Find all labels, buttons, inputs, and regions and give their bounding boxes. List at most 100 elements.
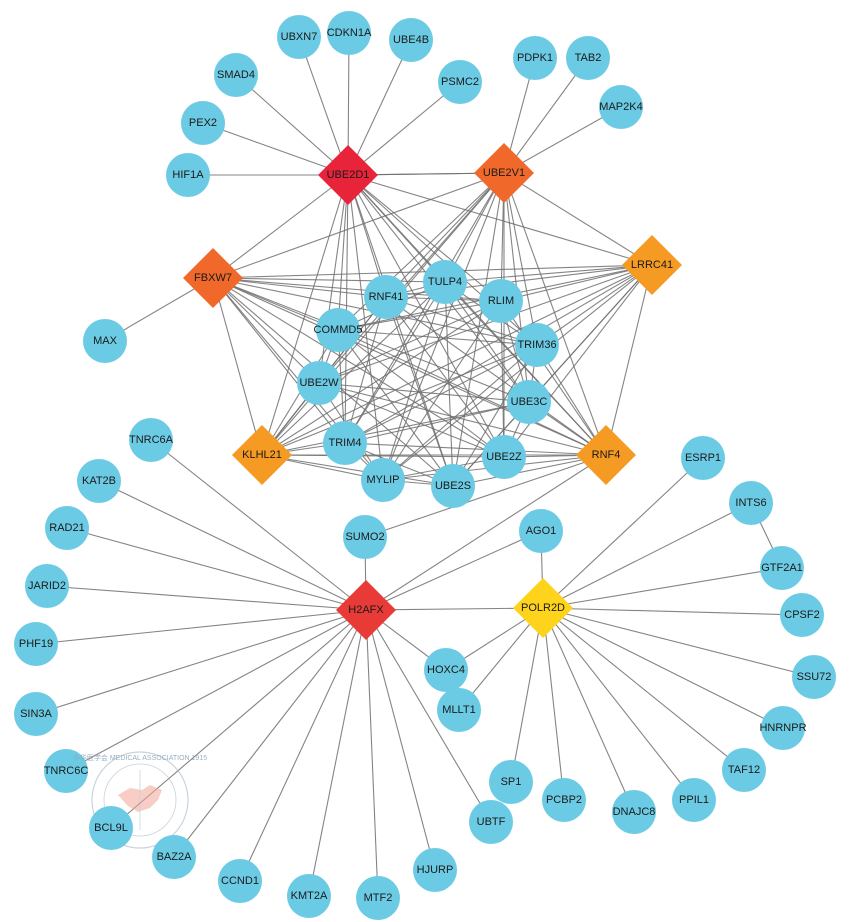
node-label: H2AFX [348, 604, 384, 616]
edge-LRRC41-RNF4 [605, 264, 653, 456]
circle-node-shape [89, 806, 133, 850]
gene-node-ppil1[interactable]: PPIL1 [672, 778, 716, 822]
gene-node-pcbp2[interactable]: PCBP2 [542, 778, 586, 822]
gene-node-kat2b[interactable]: KAT2B [77, 459, 121, 503]
gene-node-ube3c[interactable]: UBE3C [507, 380, 551, 424]
gene-node-cdkn1a[interactable]: CDKN1A [327, 11, 372, 55]
gene-node-ubtf[interactable]: UBTF [469, 800, 513, 844]
edge-KLHL21-TULP4 [261, 281, 446, 456]
gene-node-tnrc6a[interactable]: TNRC6A [129, 418, 174, 462]
gene-node-ube4b[interactable]: UBE4B [389, 18, 433, 62]
gene-node-mllt1[interactable]: MLLT1 [437, 688, 481, 732]
node-label: HNRNPR [759, 722, 806, 734]
hub-node-ube2v1[interactable]: UBE2V1 [474, 143, 534, 203]
gene-node-commd5[interactable]: COMMD5 [314, 308, 363, 352]
gene-node-hif1a[interactable]: HIF1A [166, 153, 210, 197]
edge-H2AFX-JARID2 [46, 585, 367, 611]
hub-node-lrrc41[interactable]: LRRC41 [622, 235, 682, 295]
gene-node-pdpk1[interactable]: PDPK1 [513, 36, 557, 80]
gene-node-tnrc6c[interactable]: TNRC6C [44, 749, 89, 793]
circle-node-shape [438, 60, 482, 104]
gene-node-sumo2[interactable]: SUMO2 [343, 515, 387, 559]
gene-node-trim36[interactable]: TRIM36 [515, 323, 559, 367]
gene-node-ccnd1[interactable]: CCND1 [218, 859, 262, 903]
gene-node-ube2z[interactable]: UBE2Z [482, 435, 526, 479]
edge-POLR2D-DNAJC8 [542, 607, 635, 813]
gene-node-phf19[interactable]: PHF19 [14, 622, 58, 666]
node-label: PDPK1 [517, 52, 553, 64]
gene-node-baz2a[interactable]: BAZ2A [152, 835, 196, 879]
gene-node-mtf2[interactable]: MTF2 [356, 876, 400, 920]
gene-node-tab2[interactable]: TAB2 [566, 36, 610, 80]
gene-node-smad4[interactable]: SMAD4 [214, 53, 258, 97]
gene-node-sp1[interactable]: SP1 [489, 760, 533, 804]
node-label: MYLIP [366, 474, 399, 486]
hub-node-ube2d1[interactable]: UBE2D1 [318, 145, 378, 205]
gene-node-hjurp[interactable]: HJURP [413, 848, 457, 892]
circle-node-shape [566, 36, 610, 80]
gene-node-rnf41[interactable]: RNF41 [364, 275, 408, 319]
node-label: PSMC2 [441, 76, 479, 88]
gene-node-esrp1[interactable]: ESRP1 [681, 436, 725, 480]
hub-node-h2afx[interactable]: H2AFX [336, 580, 396, 640]
circle-node-shape [612, 790, 656, 834]
node-label: GTF2A1 [761, 562, 803, 574]
gene-node-cpsf2[interactable]: CPSF2 [780, 593, 824, 637]
watermark-text: 中华医学会 MEDICAL ASSOCIATION 1915 [73, 753, 207, 762]
gene-node-kmt2a[interactable]: KMT2A [287, 874, 331, 918]
gene-node-gtf2a1[interactable]: GTF2A1 [760, 546, 804, 590]
edge-TRIM36-MYLIP [382, 344, 538, 481]
gene-node-max[interactable]: MAX [83, 319, 127, 363]
gene-node-ints6[interactable]: INTS6 [729, 481, 773, 525]
hub-node-klhl21[interactable]: KLHL21 [232, 425, 292, 485]
node-label: UBE2S [435, 480, 471, 492]
gene-node-dnajc8[interactable]: DNAJC8 [612, 790, 656, 834]
node-label: MAX [93, 335, 118, 347]
edge-POLR2D-PPIL1 [542, 607, 695, 801]
node-label: UBE3C [511, 396, 548, 408]
circle-node-shape [152, 835, 196, 879]
edge-RNF41-UBE2Z [385, 296, 505, 458]
gene-node-rlim[interactable]: RLIM [479, 279, 523, 323]
edge-TULP4-TRIM4 [344, 281, 446, 444]
gene-node-ubxn7[interactable]: UBXN7 [277, 15, 321, 59]
edge-RLIM-MYLIP [382, 300, 502, 481]
gene-node-jarid2[interactable]: JARID2 [25, 564, 69, 608]
edges-layer [35, 32, 815, 899]
hub-node-rnf4[interactable]: RNF4 [576, 425, 636, 485]
hub-node-fbxw7[interactable]: FBXW7 [183, 248, 243, 308]
node-label: AGO1 [526, 525, 557, 537]
gene-node-ssu72[interactable]: SSU72 [792, 655, 836, 699]
gene-node-taf12[interactable]: TAF12 [722, 748, 766, 792]
circle-node-shape [599, 85, 643, 129]
node-label: SMAD4 [217, 69, 255, 81]
edge-FBXW7-RNF4 [212, 277, 607, 456]
node-label: TRIM4 [329, 437, 362, 449]
gene-node-tulp4[interactable]: TULP4 [423, 260, 467, 304]
hub-node-polr2d[interactable]: POLR2D [513, 578, 573, 638]
edge-KLHL21-UBE2Z [261, 454, 505, 458]
node-label: PEX2 [189, 117, 217, 129]
gene-node-rad21[interactable]: RAD21 [45, 506, 89, 550]
node-label: LRRC41 [631, 259, 673, 271]
gene-node-map2k4[interactable]: MAP2K4 [599, 85, 643, 129]
edge-UBE2D1-FBXW7 [212, 174, 349, 279]
circle-node-shape [287, 874, 331, 918]
edge-POLR2D-PCBP2 [542, 607, 565, 801]
gene-node-ube2s[interactable]: UBE2S [431, 464, 475, 508]
gene-node-hoxc4[interactable]: HOXC4 [424, 648, 468, 692]
gene-node-psmc2[interactable]: PSMC2 [438, 60, 482, 104]
circle-node-shape [83, 319, 127, 363]
gene-node-trim4[interactable]: TRIM4 [323, 421, 367, 465]
gene-node-hnrnpr[interactable]: HNRNPR [759, 706, 807, 750]
node-label: PCBP2 [546, 794, 582, 806]
gene-node-sin3a[interactable]: SIN3A [14, 692, 58, 736]
gene-node-ube2w[interactable]: UBE2W [297, 361, 341, 405]
edge-RLIM-COMMD5 [337, 300, 502, 331]
gene-node-ago1[interactable]: AGO1 [519, 509, 563, 553]
gene-node-mylip[interactable]: MYLIP [361, 458, 405, 502]
circle-node-shape [356, 876, 400, 920]
gene-node-bcl9l[interactable]: BCL9L [89, 806, 133, 850]
edge-H2AFX-HJURP [365, 609, 436, 871]
gene-node-pex2[interactable]: PEX2 [181, 101, 225, 145]
